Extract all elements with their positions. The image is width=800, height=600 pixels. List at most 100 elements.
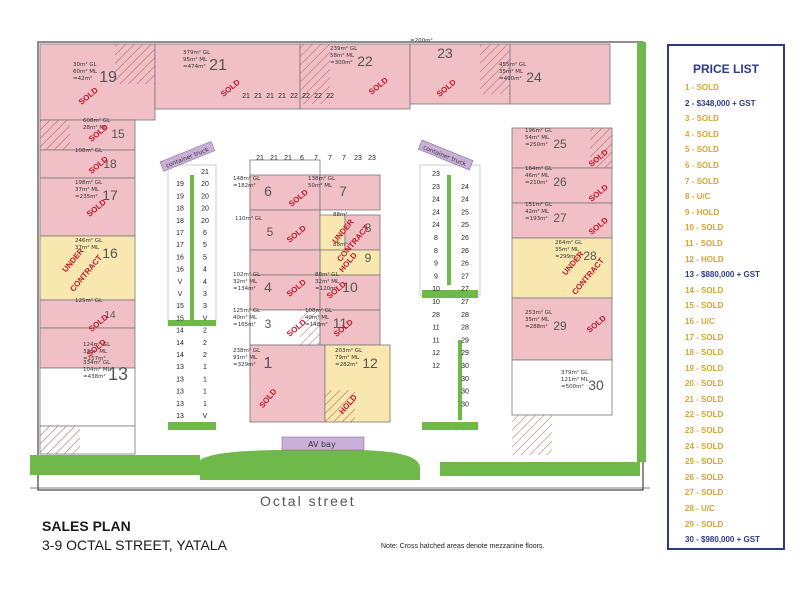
bay-number: 15: [176, 303, 184, 310]
unit-number-13: 13: [108, 364, 128, 384]
unit-area-9: 88m²: [333, 241, 348, 248]
bay-number: 16: [176, 267, 184, 274]
bay-number: 5: [203, 254, 207, 261]
bay-number: 24: [432, 222, 440, 229]
unit-area-7: 138m² GL: [308, 175, 336, 182]
bay-number: 21: [278, 93, 286, 100]
price-item-unit: 29: [685, 519, 694, 529]
price-item-23: 23 - SOLD: [685, 426, 785, 442]
unit-area-14b: 33m² ML: [83, 348, 108, 355]
price-item-unit: 28: [685, 504, 694, 514]
bay-number: 22: [302, 93, 310, 100]
unit-area-16: 246m² GL: [75, 237, 103, 244]
price-item-unit: 1: [685, 83, 690, 92]
unit-area-29: 253m² GL: [525, 309, 553, 316]
price-item-11: 11 - SOLD: [685, 239, 785, 255]
bay-number: 2: [203, 340, 207, 347]
bay-number: 20: [201, 193, 209, 200]
unit-area-28: 35m² ML: [555, 246, 580, 253]
price-item-status: - SOLD: [689, 114, 719, 124]
bay-number: 23: [354, 155, 362, 162]
unit-number-19: 19: [99, 69, 117, 86]
price-item-6: 6 - SOLD: [685, 161, 785, 177]
bay-number: 20: [201, 218, 209, 225]
price-item-status: - SOLD: [693, 379, 724, 389]
sales-plan-title: SALES PLAN: [42, 518, 131, 534]
unit-area-23: =200m²: [410, 37, 433, 44]
street-label: Octal street: [260, 493, 356, 509]
price-item-status: - $980,000 + GST: [693, 535, 760, 545]
unit-area-21: =474m²: [183, 63, 206, 70]
bay-number: 23: [432, 184, 440, 191]
unit-area-28: =299m²: [555, 253, 578, 260]
unit-area-30: 379m² GL: [561, 369, 589, 376]
unit-area-5: 110m² GL: [235, 215, 263, 222]
price-item-27: 27 - SOLD: [685, 488, 785, 504]
bay-number: 16: [176, 254, 184, 261]
bay-number: 28: [461, 325, 469, 332]
bay-number: V: [178, 279, 183, 286]
price-item-22: 22 - SOLD: [685, 410, 785, 426]
unit-area-26: 46m² ML: [525, 172, 550, 179]
title-block: SALES PLAN 3-9 OCTAL STREET, YATALA: [42, 518, 227, 553]
price-item-status: - SOLD: [693, 488, 724, 498]
av-bay: [281, 436, 365, 451]
price-item-unit: 9: [685, 207, 690, 217]
price-item-8: 8 - U/C: [685, 192, 785, 208]
unit-area-3: 125m² GL: [233, 307, 261, 314]
unit-area-13: =438m²: [83, 373, 106, 380]
bay-number: 28: [432, 312, 440, 319]
price-item-20: 20 - SOLD: [685, 379, 785, 395]
bay-number: 5: [203, 242, 207, 249]
building-east: [511, 127, 613, 455]
unit-area-11: 40m² ML: [305, 314, 330, 321]
unit-number-30: 30: [588, 377, 604, 393]
bay-number: 27: [461, 286, 469, 293]
unit-number-12: 12: [362, 355, 378, 371]
building-north: [39, 43, 611, 121]
bay-number: 25: [461, 222, 469, 229]
unit-number-23: 23: [437, 45, 453, 61]
price-item-16: 16 - U/C: [685, 317, 785, 333]
price-item-unit: 24: [685, 441, 694, 451]
price-item-unit: 4: [685, 129, 690, 139]
unit-area-29: =288m²: [525, 323, 548, 330]
bay-number: 13: [176, 364, 184, 371]
bay-number: 24: [432, 197, 440, 204]
bay-number: V: [203, 413, 208, 420]
bay-number: V: [203, 315, 208, 322]
bay-number: 7: [328, 155, 332, 162]
bay-number: 6: [203, 230, 207, 237]
unit-area-30: 121m² ML: [561, 376, 590, 383]
bay-number: 22: [326, 93, 334, 100]
bay-number: 12: [432, 350, 440, 357]
price-item-unit: 19: [685, 363, 694, 373]
bay-number: 21: [201, 169, 209, 176]
unit-area-13: 104m² ML: [83, 366, 112, 373]
price-item-unit: 18: [685, 348, 694, 358]
unit-area-19: 30m² GL: [73, 61, 98, 68]
bay-number: 27: [461, 273, 469, 280]
price-item-status: - SOLD: [689, 160, 719, 170]
price-item-status: - SOLD: [693, 519, 724, 529]
bay-number: 10: [432, 286, 440, 293]
unit-area-27: 151m² GL: [525, 201, 553, 208]
bay-number: 21: [242, 93, 250, 100]
bay-number: 23: [368, 155, 376, 162]
unit-area-3: =165m²: [233, 321, 256, 328]
price-item-26: 26 - SOLD: [685, 473, 785, 489]
bay-number: 8: [434, 235, 438, 242]
price-item-13: 13 - $880,000 + GST: [685, 270, 785, 286]
bay-number: 25: [461, 209, 469, 216]
price-item-unit: 7: [685, 176, 690, 186]
unit-area-29: 35m² ML: [525, 316, 550, 323]
unit-area-10: =120m²: [315, 285, 338, 292]
bay-number: 26: [461, 261, 469, 268]
bay-number: 2: [203, 328, 207, 335]
bay-number: 7: [314, 155, 318, 162]
bay-number: 19: [176, 181, 184, 188]
bay-number: 10: [432, 299, 440, 306]
unit-area-27: =193m²: [525, 215, 548, 222]
